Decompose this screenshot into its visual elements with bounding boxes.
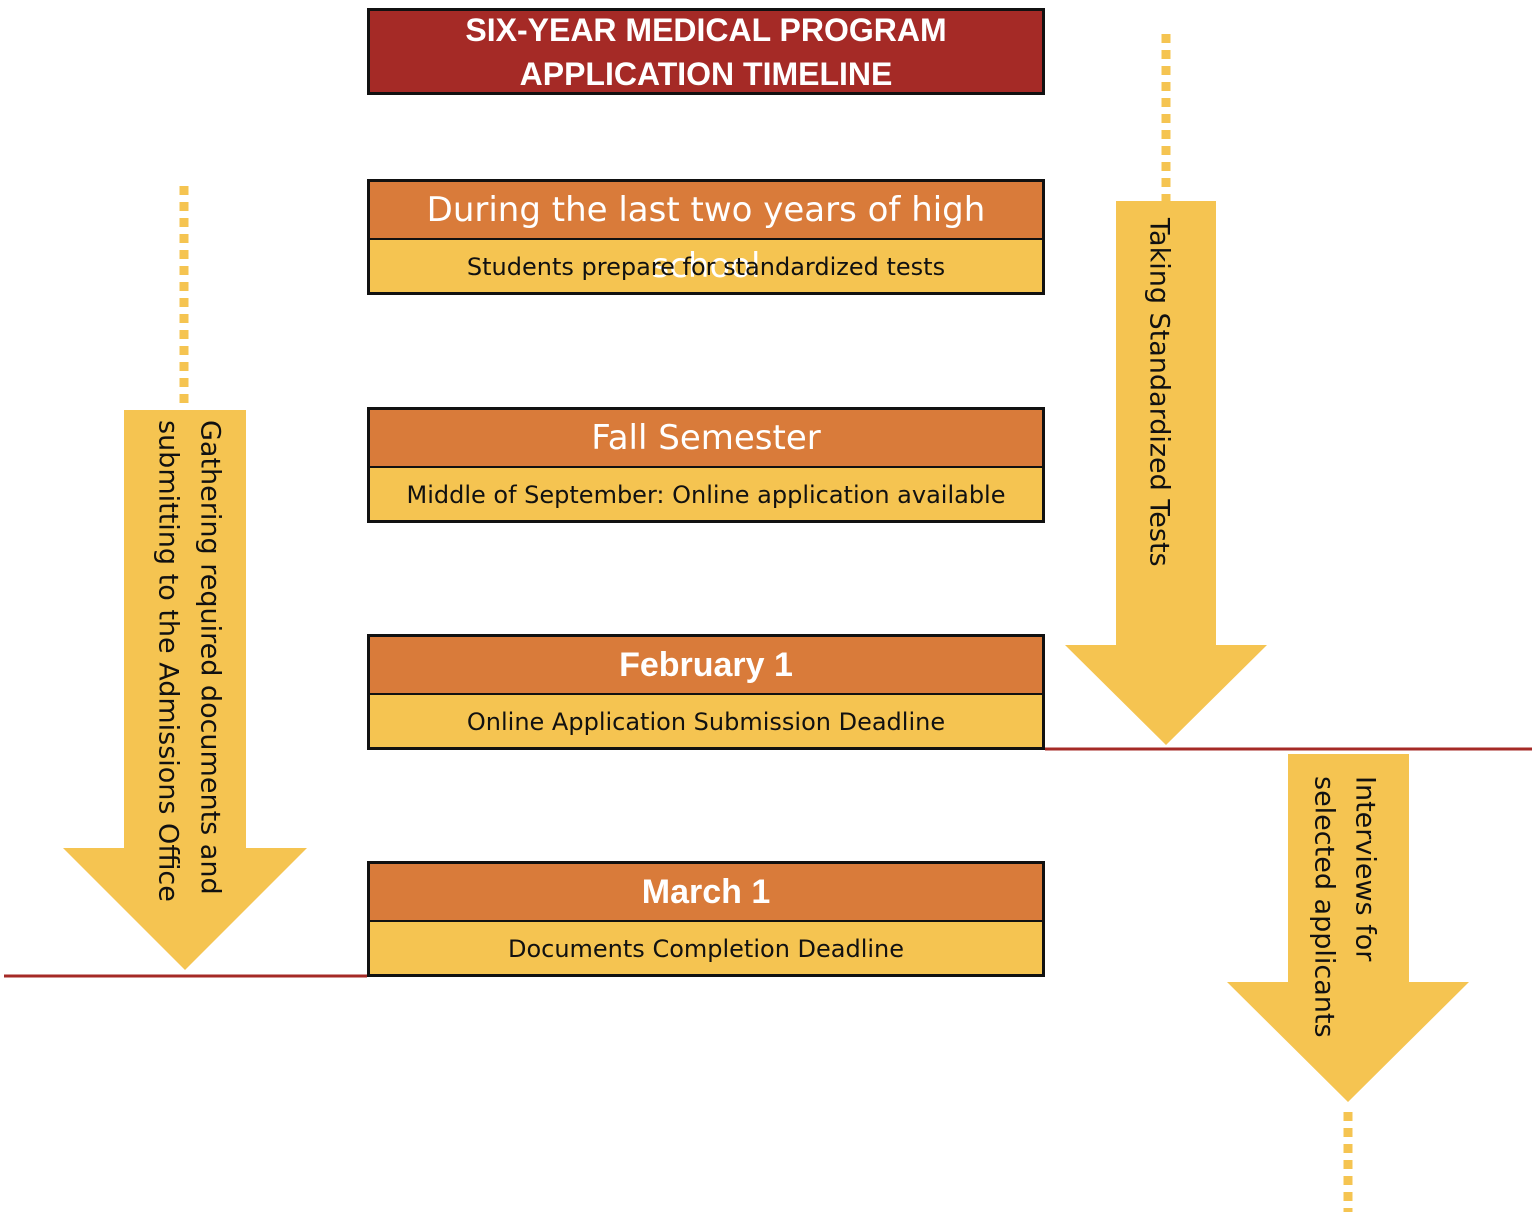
stage-high-school: During the last two years of high school…	[367, 179, 1045, 295]
diagram-title: SIX-YEAR MEDICAL PROGRAM APPLICATION TIM…	[367, 8, 1045, 95]
tests-arrow-label: Taking Standardized Tests	[1144, 217, 1175, 567]
stage-february-1: February 1 Online Application Submission…	[367, 634, 1045, 750]
tests-arrow	[1065, 201, 1267, 745]
documents-arrow-label-line2: submitting to the Admissions Office	[153, 420, 184, 902]
stage-header: Fall Semester	[370, 410, 1042, 468]
interviews-arrow-label-line2: selected applicants	[1309, 776, 1340, 1038]
stage-header: During the last two years of high school	[370, 182, 1042, 286]
stage-detail: Online Application Submission Deadline	[466, 708, 946, 736]
stage-march-1: March 1 Documents Completion Deadline	[367, 861, 1045, 977]
stage-fall-semester: Fall Semester Middle of September: Onlin…	[367, 407, 1045, 523]
stage-header: February 1	[370, 637, 1042, 695]
stage-detail: Middle of September: Online application …	[406, 481, 1006, 509]
documents-arrow	[63, 410, 307, 970]
title-line-2: APPLICATION TIMELINE	[519, 55, 893, 92]
documents-arrow-label-line1: Gathering required documents and	[195, 420, 226, 895]
interviews-arrow	[1227, 754, 1469, 1102]
stage-detail: Students prepare for standardized tests	[466, 253, 946, 281]
interviews-arrow-label-line1: Interviews for	[1350, 776, 1381, 962]
stage-header: March 1	[370, 864, 1042, 922]
stage-detail: Documents Completion Deadline	[507, 935, 905, 963]
title-line-1: SIX-YEAR MEDICAL PROGRAM	[465, 11, 947, 48]
